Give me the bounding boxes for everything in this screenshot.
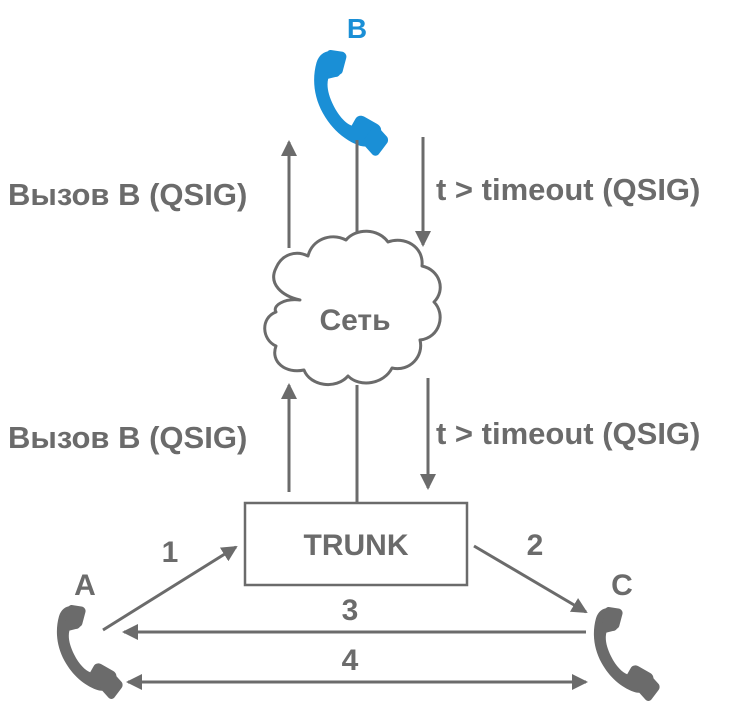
call-lower-label: Вызов B (QSIG)	[8, 420, 247, 455]
timeout-lower-label: t > timeout (QSIG)	[436, 416, 700, 451]
phone-b-icon	[314, 50, 389, 156]
phone-a-icon	[56, 605, 123, 699]
phone-a-label: A	[74, 569, 96, 602]
phone-c-label: C	[611, 569, 633, 602]
network-label: Сеть	[319, 304, 390, 337]
trunk-box	[243, 501, 469, 587]
cloud-icon	[263, 229, 442, 386]
timeout-upper-label: t > timeout (QSIG)	[436, 172, 700, 207]
phone-c-icon	[593, 607, 660, 701]
step-4-label: 4	[342, 644, 359, 677]
phone-b-label: B	[347, 13, 367, 44]
arrow-step-2	[473, 544, 588, 614]
step-3-label: 3	[342, 594, 359, 627]
call-upper-label: Вызов B (QSIG)	[8, 177, 247, 212]
arrow-step-1	[102, 545, 238, 632]
step-2-label: 2	[527, 529, 544, 562]
step-1-label: 1	[162, 536, 179, 569]
trunk-label: TRUNK	[304, 529, 409, 562]
